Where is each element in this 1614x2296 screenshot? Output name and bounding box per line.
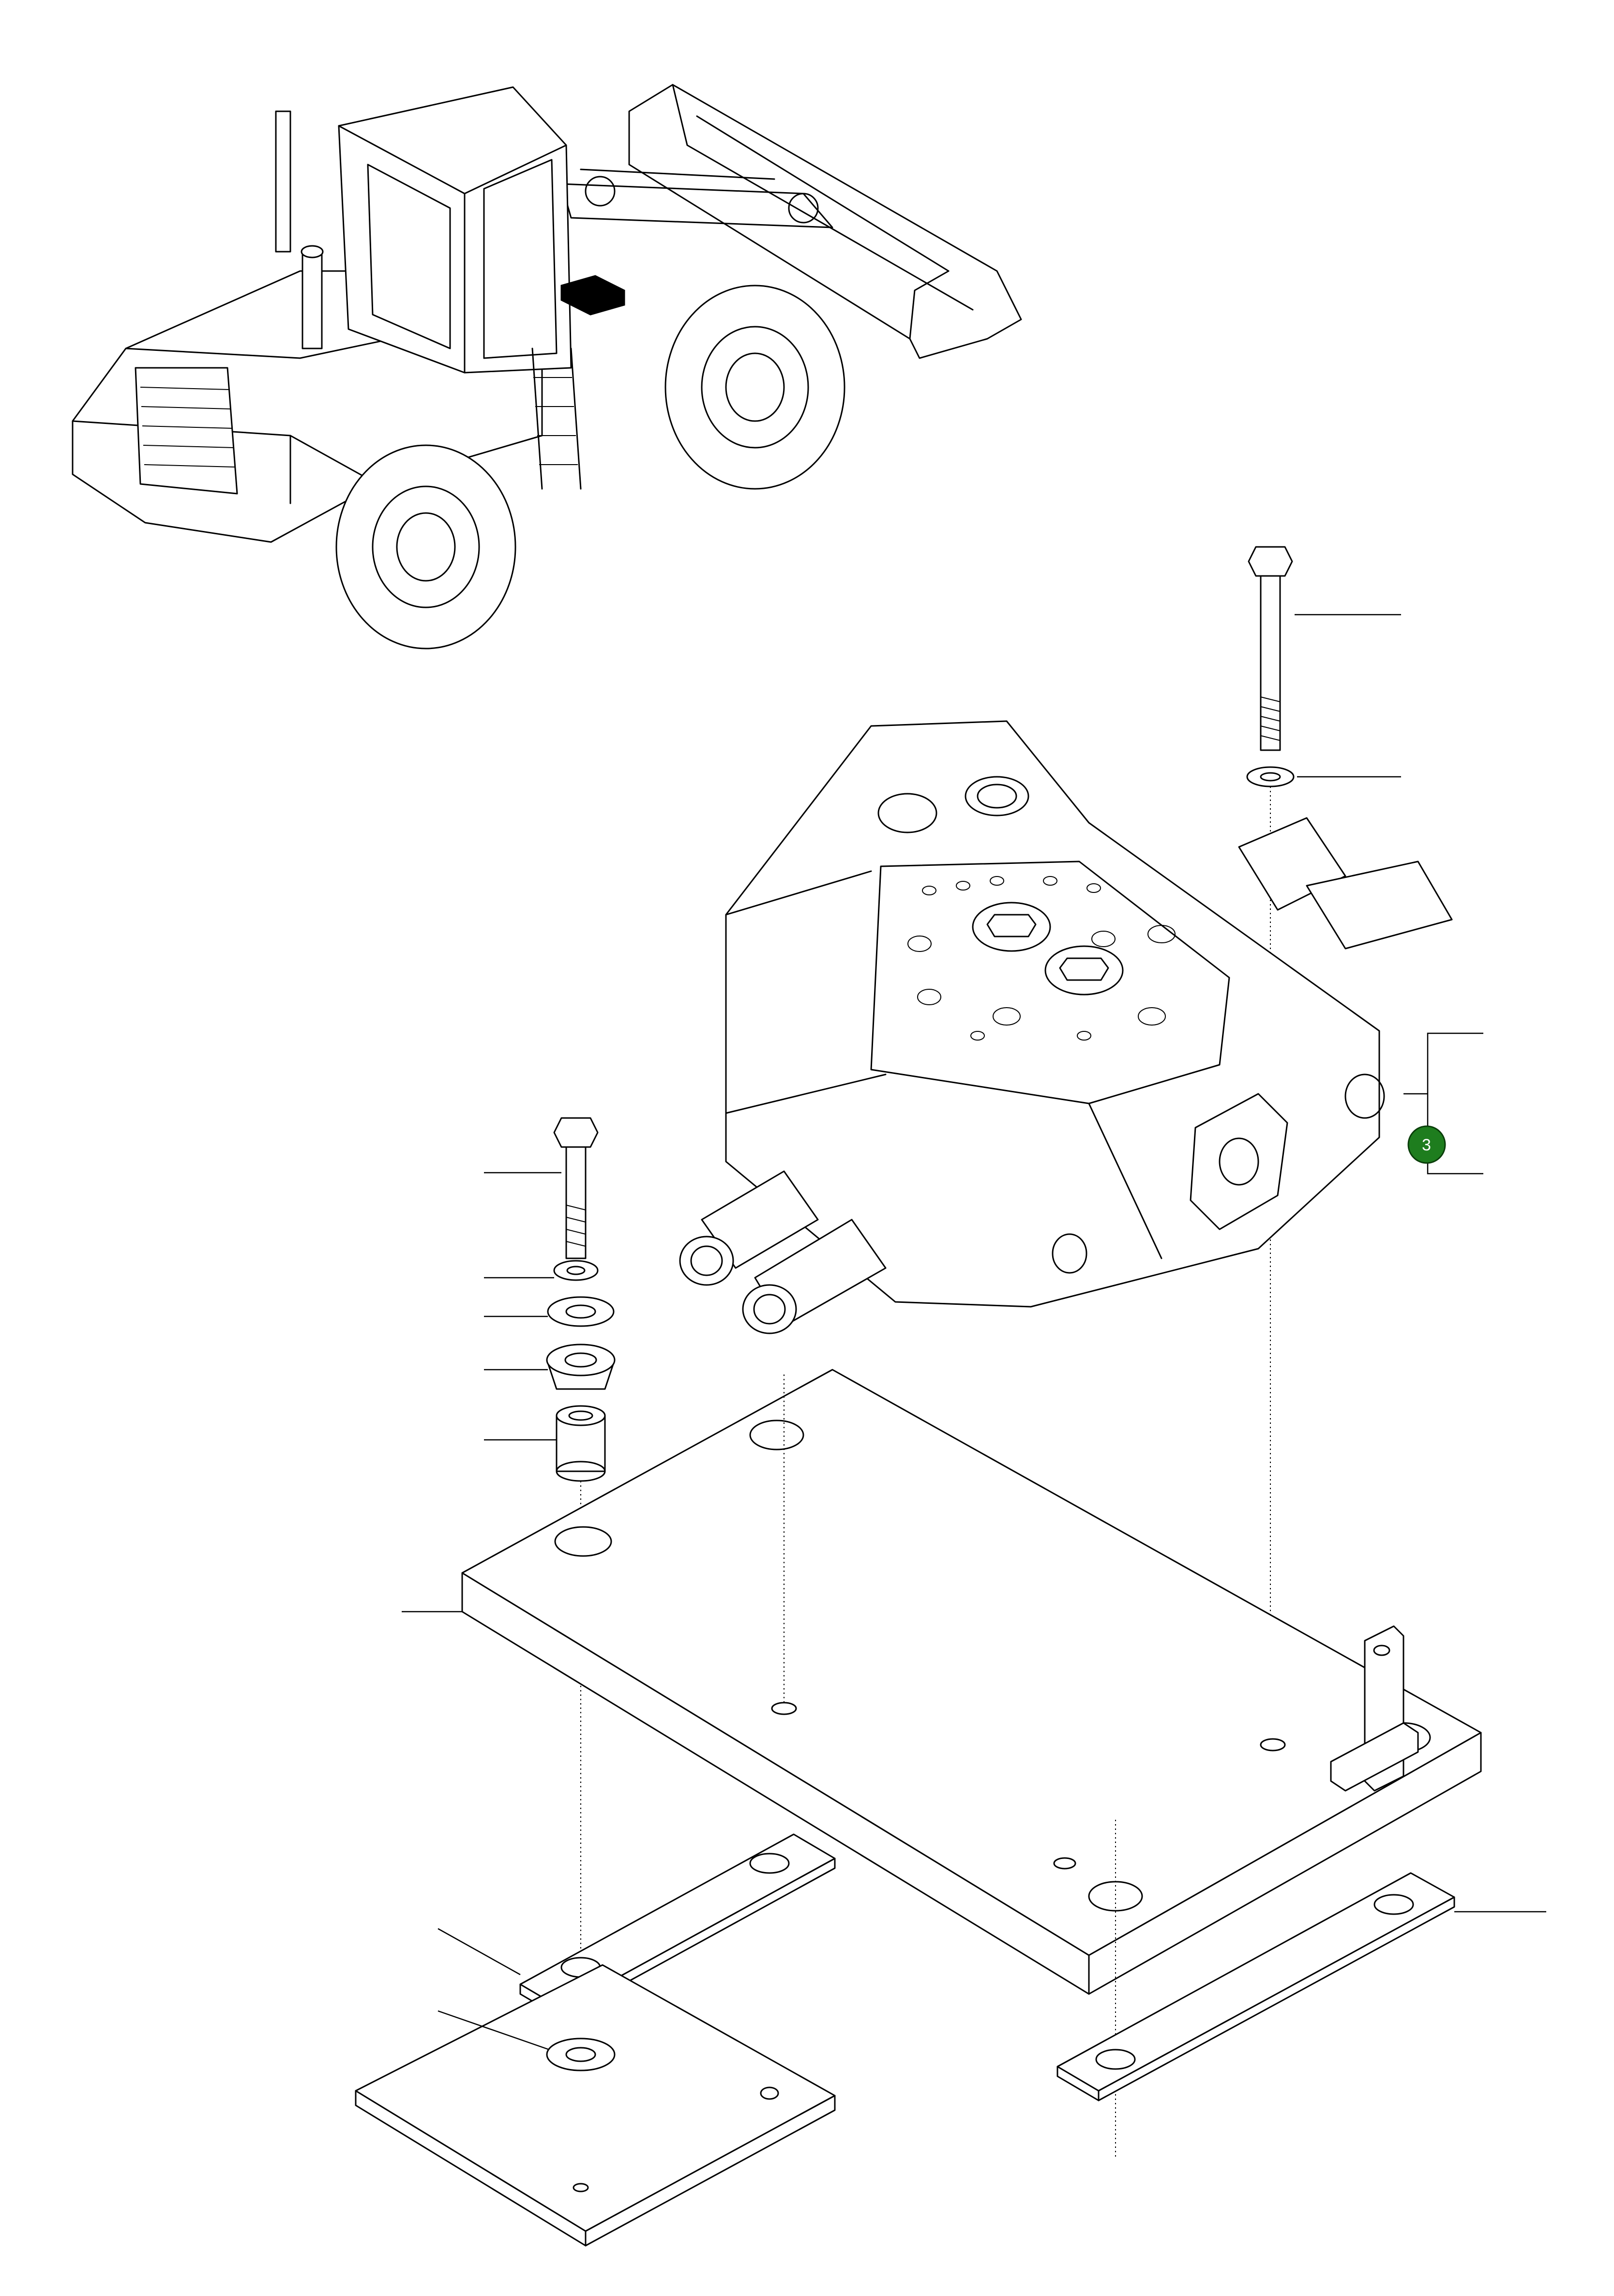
mounting-plate	[461, 1369, 1482, 1995]
callout-control-valve[interactable]: 3	[1403, 1032, 1483, 1175]
washer-right	[1246, 766, 1295, 787]
loader-bucket	[628, 84, 1022, 359]
valve-top-fittings	[877, 776, 1029, 833]
bolt-left	[553, 1117, 599, 1259]
valve-spool-caps	[679, 817, 1453, 1334]
callout-3-circle[interactable]	[1407, 1125, 1446, 1164]
loader-grille	[135, 367, 238, 495]
loader-cab	[338, 86, 572, 374]
wheel-loader-locator	[72, 84, 1022, 650]
spacer-sleeve-left	[556, 1405, 606, 1482]
strap-left	[519, 1833, 836, 2019]
valve-port-holes	[907, 876, 1176, 1041]
washer-small-left	[553, 1260, 599, 1281]
valve-center-nuts	[972, 902, 1124, 996]
loader-ladder	[531, 347, 582, 490]
callout-3-label: 3	[1422, 1136, 1431, 1154]
callout-bracket	[1403, 1032, 1483, 1175]
leader-strap-left	[437, 1928, 521, 1976]
loader-front-wheel	[664, 285, 845, 490]
lower-base-plate	[355, 1964, 836, 2247]
rubber-mount-left	[546, 1344, 616, 1390]
long-bolt-right	[1248, 546, 1293, 751]
leader-washer-lower	[437, 2010, 550, 2051]
washer-large-left	[547, 1296, 615, 1327]
control-valve	[679, 720, 1453, 1334]
valve-side-flange	[1052, 1073, 1385, 1274]
valve-location-highlight	[560, 275, 625, 316]
washer-lower	[546, 2038, 616, 2071]
loader-rear-wheel	[335, 444, 516, 650]
strap-right	[1056, 1872, 1455, 2101]
loader-exhaust	[275, 110, 324, 349]
plate-bracket-tab	[1330, 1625, 1419, 1792]
